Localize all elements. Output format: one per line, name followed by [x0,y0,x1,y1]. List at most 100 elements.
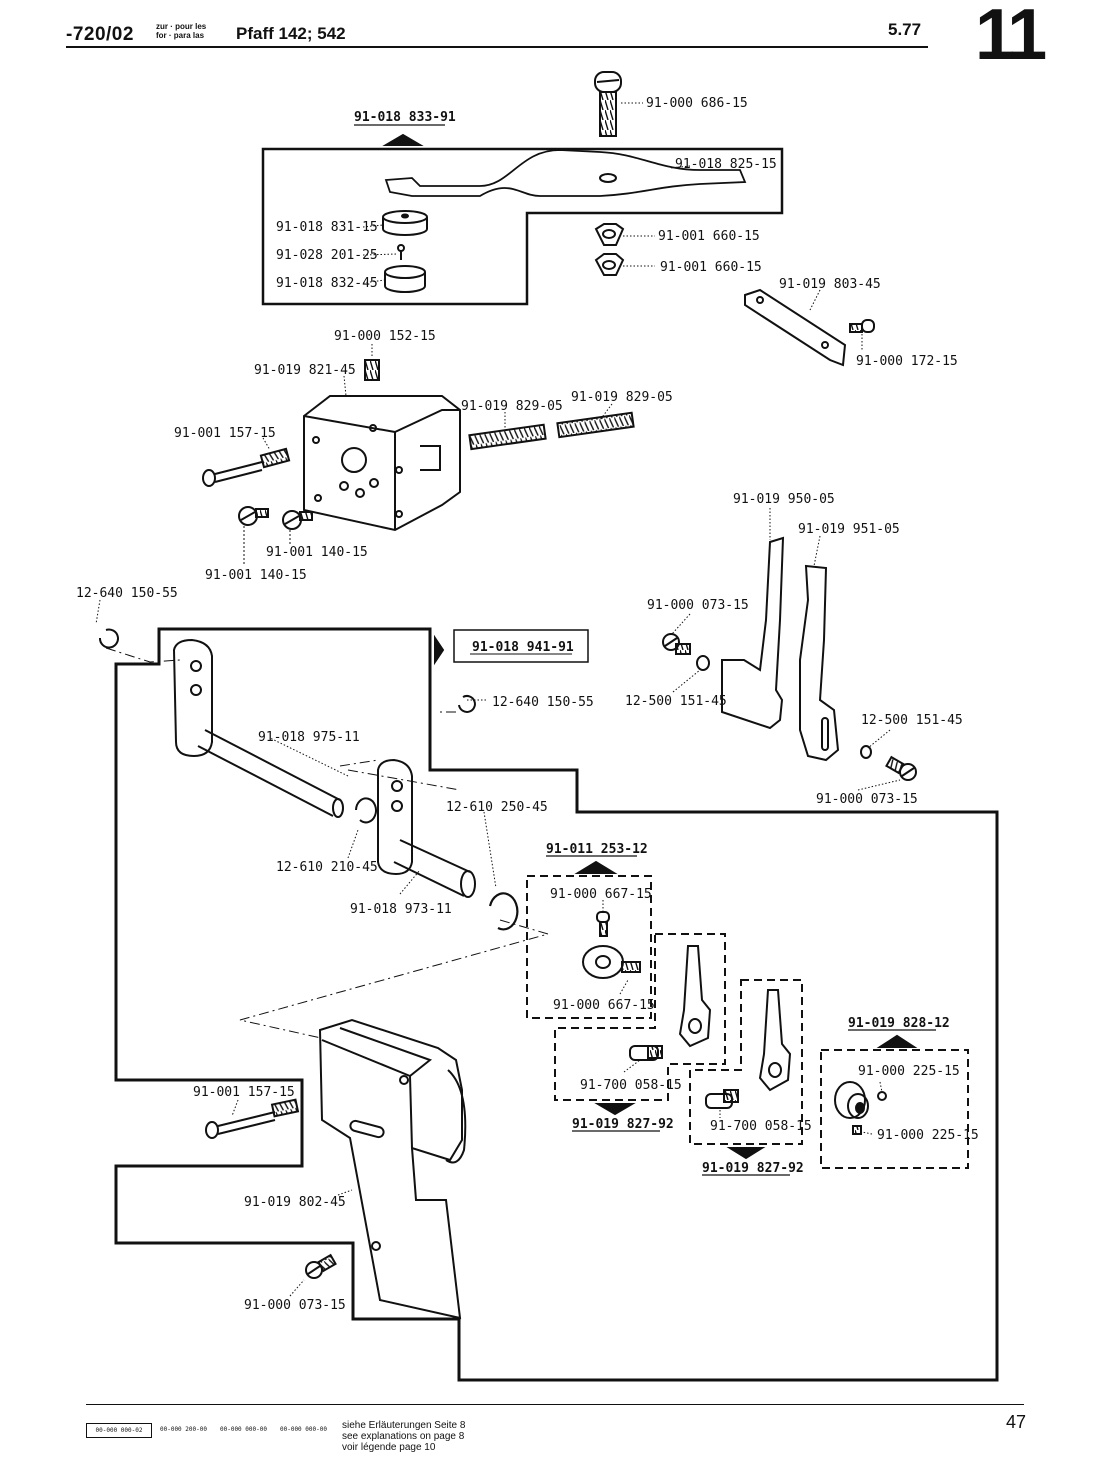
part-label: 91-000 667-15 [553,998,655,1013]
lever-b-icon [705,989,792,1109]
screw-073-upper-icon [662,633,691,655]
rubber-buffer-832-icon [384,265,426,293]
part-label: 91-019 821-45 [254,363,356,378]
part-label: 91-028 201-25 [276,248,378,263]
part-label: 91-000 667-15 [550,887,652,902]
assembly-box-main [114,627,999,1382]
footer-line-en: see explanations on page 8 [342,1431,465,1442]
section-number: 11 [975,0,1047,75]
knife-holder-951-icon [799,564,840,762]
part-label: 91-000 686-15 [646,96,748,111]
retaining-ring-250-icon [488,892,519,931]
assembly-arrow-253 [574,860,618,874]
part-label: 91-000 152-15 [334,329,436,344]
part-label: 91-001 660-15 [658,229,760,244]
collar-icon [582,911,641,979]
assembly-941-box [453,629,589,663]
assembly-arrow-941 [434,634,445,666]
long-screw-157-icon [202,447,291,487]
screw-686-icon [594,71,622,137]
screw-172-icon [849,319,875,333]
shaft-bracket-975-icon [172,638,344,818]
screw-140-a-icon [238,506,269,526]
part-label: 12-500 151-45 [861,713,963,728]
assembly-arrow-828 [876,1034,918,1048]
footer-line-fr: voir légende page 10 [342,1442,436,1453]
part-label: 91-018 825-15 [675,157,777,172]
circlip-1-icon [98,628,119,649]
part-label: 91-000 225-15 [858,1064,960,1079]
assembly-box-253 [526,875,652,1019]
part-label: 91-000 073-15 [816,792,918,807]
knife-holder-950-icon [721,536,785,730]
part-label: 12-610 210-45 [276,860,378,875]
part-label: 91-018 832-45 [276,276,378,291]
assembly-label-827-a: 91-019 827-92 [572,1117,674,1132]
footer-code: 00-000 000-00 [280,1426,327,1433]
header-language-line-1: zur · pour les [156,22,207,31]
footer-code: 00-000 000-00 [220,1426,267,1433]
spring-2-icon [556,411,635,439]
assembly-label-827-b: 91-019 827-92 [702,1161,804,1176]
footer-rule [86,1404,1024,1405]
part-label: 91-018 831-15 [276,220,378,235]
guide-block-icon [303,395,461,532]
shaft-bracket-973-icon [377,758,476,898]
header-language-line-2: for · para las [156,31,205,40]
knife-bracket-icon [318,1018,467,1320]
header-rule [66,46,928,48]
part-label: 91-019 803-45 [779,277,881,292]
rubber-buffer-icon [382,210,428,236]
screw-140-b-icon [282,510,313,530]
doc-code: -720/02 [66,24,134,45]
part-label: 91-019 951-05 [798,522,900,537]
part-label: 12-610 250-45 [446,800,548,815]
footer-explanations: siehe Erläuterungen Seite 8 see explanat… [342,1420,465,1453]
spring-1-icon [468,423,547,451]
hex-nut-1-icon [594,223,625,246]
assembly-box-828 [820,1049,969,1169]
assembly-box-top [261,147,784,306]
assembly-arrow-827-b [726,1147,766,1160]
bushing-icon [834,1081,887,1135]
part-label: 91-019 802-45 [244,1195,346,1210]
assembly-label-828: 91-019 828-12 [848,1016,950,1031]
part-label: 91-000 172-15 [856,354,958,369]
small-screw-201-icon [397,244,405,260]
part-label: 91-018 975-11 [258,730,360,745]
assembly-arrow-827-a [594,1103,636,1116]
issue-date: 5.77 [888,20,922,39]
assembly-box-827-b [689,979,803,1145]
part-label: 91-700 058-15 [710,1119,812,1134]
footer-line-de: siehe Erläuterungen Seite 8 [342,1420,466,1431]
assembly-arrow-top [382,133,424,146]
assembly-label-941: 91-018 941-91 [472,640,574,655]
lever-a-icon [629,945,712,1061]
part-label: 91-001 660-15 [660,260,762,275]
part-label: 91-700 058-15 [580,1078,682,1093]
hex-nut-2-icon [594,253,625,276]
part-label: 12-640 150-55 [492,695,594,710]
link-plate-icon [384,149,747,197]
page-number: 47 [1006,1412,1027,1432]
flat-plate-icon [744,288,847,367]
part-label: 91-000 225-15 [877,1128,979,1143]
footer-code: 00-000 200-00 [160,1426,207,1433]
retaining-ring-210-icon [355,797,377,824]
part-label: 91-018 973-11 [350,902,452,917]
part-label: 91-000 073-15 [244,1298,346,1313]
circlip-2-icon [458,694,476,713]
assembly-box-827-a [554,933,726,1101]
part-label: 91-019 950-05 [733,492,835,507]
part-label: 12-500 151-45 [625,694,727,709]
set-screw-icon [364,359,380,381]
part-label: 91-000 073-15 [647,598,749,613]
screw-073-right-icon [885,755,917,781]
assembly-label-253: 91-011 253-12 [546,842,648,857]
part-label: 91-019 829-05 [461,399,563,414]
part-label: 91-019 829-05 [571,390,673,405]
part-label: 91-001 157-15 [174,426,276,441]
footer-box-code: 00-000 000-02 [86,1423,152,1438]
part-label: 91-001 140-15 [266,545,368,560]
